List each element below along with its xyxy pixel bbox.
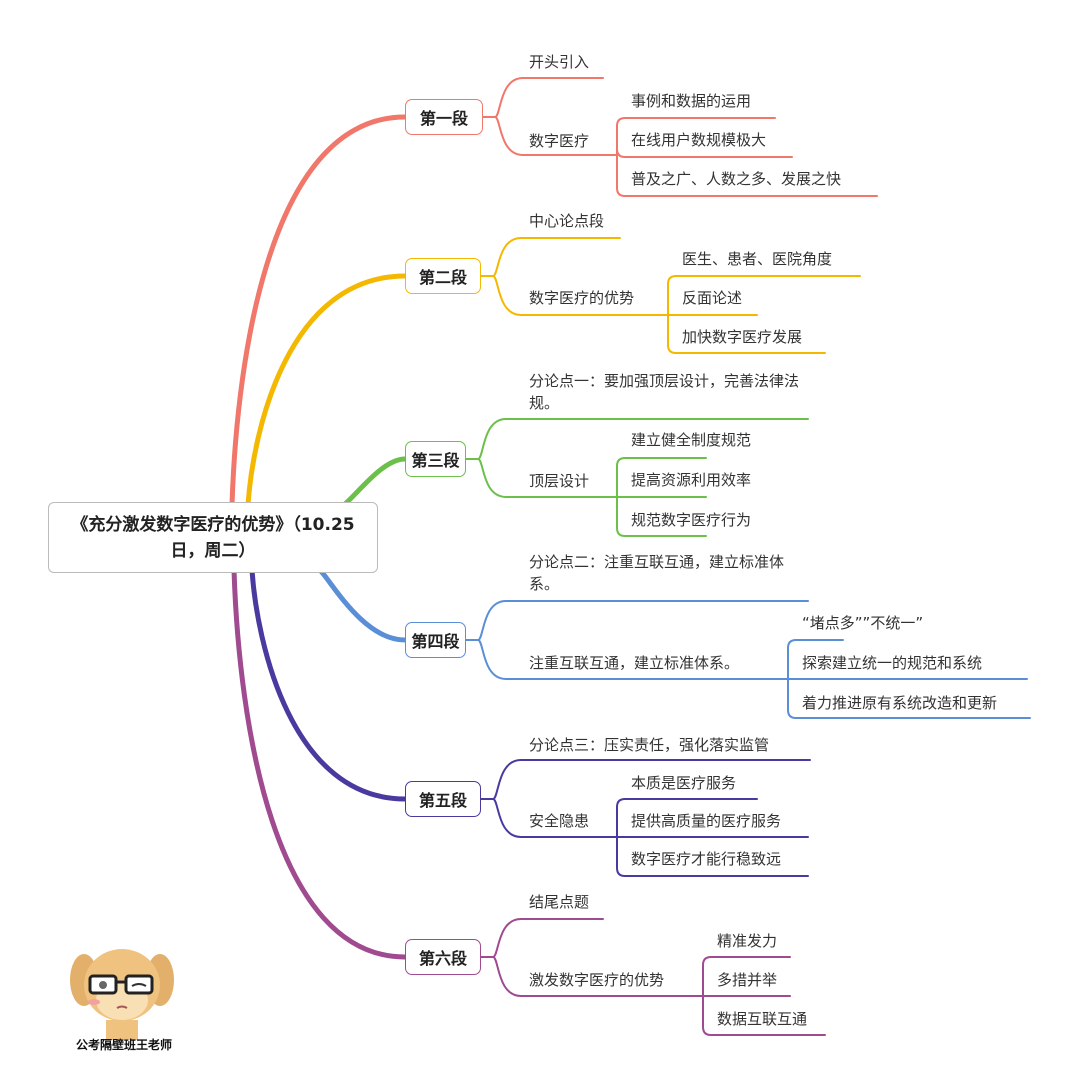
branch-label: 第二段 (418, 268, 467, 287)
subtopic-connector (667, 275, 861, 316)
child-connector (482, 77, 604, 118)
root-title: 《充分激发数字医疗的优势》（10.25日，周二） (71, 514, 355, 561)
branch-label: 第四段 (411, 632, 460, 651)
subtopic[interactable]: 医生、患者、医院角度 (682, 250, 833, 268)
subtopic[interactable]: 在线用户数规模极大 (631, 131, 767, 149)
child-topic[interactable]: 安全隐患 (529, 812, 590, 830)
branch-node-1[interactable]: 第一段 (405, 99, 483, 135)
subtopic[interactable]: 精准发力 (717, 932, 778, 950)
subtopic[interactable]: 本质是医疗服务 (631, 774, 737, 792)
subtopic-connector (787, 678, 1031, 719)
subtopic-connector (616, 836, 809, 877)
subtopic-connector (616, 148, 793, 158)
subtopic-connector (616, 154, 878, 197)
branch-label: 第五段 (418, 791, 467, 810)
child-connector (465, 639, 789, 680)
subtopic[interactable]: 加快数字医疗发展 (682, 328, 803, 346)
root-topic[interactable]: 《充分激发数字医疗的优势》（10.25日，周二） (48, 502, 378, 573)
child-connector (465, 600, 809, 641)
child-topic[interactable]: 激发数字医疗的优势 (529, 971, 665, 989)
watermark-caption: 公考隔壁班王老师 (75, 1038, 172, 1052)
child-connector (480, 798, 618, 838)
subtopic[interactable]: 普及之广、人数之多、发展之快 (631, 170, 842, 188)
subtopic[interactable]: 数据互联互通 (717, 1010, 808, 1028)
branch-node-5[interactable]: 第五段 (405, 781, 481, 817)
cartoon-dog-logo (70, 949, 174, 1040)
subtopic-connector (616, 798, 758, 838)
subtopic[interactable]: “堵点多””不统一” (802, 614, 924, 632)
subtopic[interactable]: 多措并举 (717, 971, 778, 989)
subtopic-connector (667, 314, 826, 354)
branch-node-6[interactable]: 第六段 (405, 939, 481, 975)
subtopic-connector (702, 956, 791, 997)
child-topic[interactable]: 数字医疗 (529, 132, 590, 150)
child-connector (480, 237, 621, 277)
subtopic-connector (616, 117, 776, 156)
branch-node-2[interactable]: 第二段 (405, 258, 481, 294)
subtopic[interactable]: 提高资源利用效率 (631, 471, 752, 489)
child-connector (465, 458, 618, 498)
main-branch-line (249, 567, 408, 802)
main-branch-line (315, 567, 408, 643)
child-topic[interactable]: 开头引入 (529, 53, 590, 71)
main-branch-line (231, 567, 408, 960)
branch-label: 第一段 (419, 109, 468, 128)
branch-label: 第三段 (411, 451, 460, 470)
subtopic[interactable]: 数字医疗才能行稳致远 (631, 850, 782, 868)
child-connector (480, 956, 704, 997)
child-topic[interactable]: 中心论点段 (529, 212, 605, 230)
subtopic[interactable]: 着力推进原有系统改造和更新 (802, 694, 998, 712)
child-topic[interactable]: 注重互联互通，建立标准体系。 (529, 654, 740, 672)
child-connector (482, 116, 618, 156)
subtopic-connector (702, 995, 826, 1036)
branch-node-4[interactable]: 第四段 (405, 622, 466, 658)
main-branch-line (229, 114, 408, 508)
child-topic[interactable]: 分论点一：要加强顶层设计，完善法律法规。 (529, 372, 800, 412)
child-topic[interactable]: 结尾点题 (529, 893, 590, 911)
subtopic-connector (787, 639, 844, 680)
subtopic[interactable]: 建立健全制度规范 (631, 431, 752, 449)
child-topic[interactable]: 顶层设计 (529, 472, 590, 490)
branch-node-3[interactable]: 第三段 (405, 441, 466, 477)
branch-label: 第六段 (418, 949, 467, 968)
subtopic-connector (616, 496, 707, 537)
main-branch-line (245, 273, 408, 508)
child-connector (480, 275, 669, 316)
subtopic[interactable]: 提供高质量的医疗服务 (631, 812, 782, 830)
child-topic[interactable]: 分论点三：压实责任，强化落实监管 (529, 736, 770, 754)
child-connector (480, 918, 604, 958)
subtopic[interactable]: 探索建立统一的规范和系统 (802, 654, 983, 672)
subtopic[interactable]: 反面论述 (682, 289, 743, 307)
child-topic[interactable]: 分论点二：注重互联互通，建立标准体系。 (529, 553, 785, 593)
subtopic[interactable]: 事例和数据的运用 (631, 92, 752, 110)
subtopic-connector (616, 457, 707, 498)
child-topic[interactable]: 数字医疗的优势 (529, 289, 635, 307)
subtopic[interactable]: 规范数字医疗行为 (631, 511, 752, 529)
main-branch-line (332, 456, 408, 511)
